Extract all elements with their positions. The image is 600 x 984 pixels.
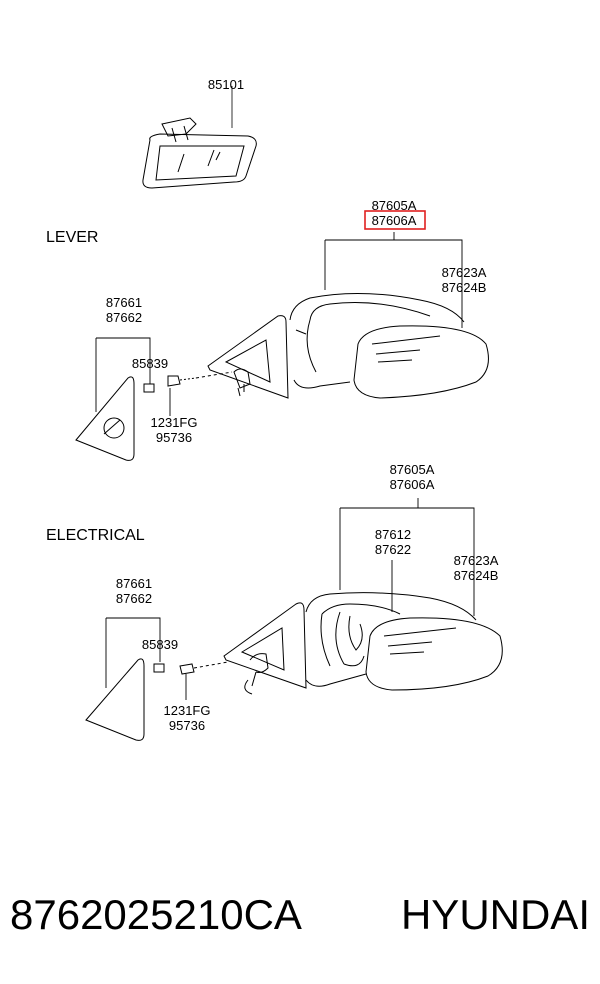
footer-brand: HYUNDAI <box>400 891 590 938</box>
lever-corner-cover-drawing <box>75 376 135 461</box>
footer-part-number: 8762025210CA <box>10 891 302 938</box>
rearview-mirror-label: 85101 <box>208 77 244 92</box>
lever-clip-bolt-drawing <box>143 371 233 393</box>
lever-assembly-label-2: 87606A <box>372 213 417 228</box>
electrical-corner-label-1: 87661 <box>116 576 152 591</box>
electrical-clip-label: 85839 <box>142 637 178 652</box>
electrical-corner-label-2: 87662 <box>116 591 152 606</box>
electrical-clip-bolt-drawing <box>153 661 229 675</box>
lever-mirror-assembly-drawing <box>207 292 489 399</box>
lever-assembly-label-1: 87605A <box>372 198 417 213</box>
electrical-bolt-label-2: 95736 <box>169 718 205 733</box>
lever-bolt-label-2: 95736 <box>156 430 192 445</box>
electrical-mirror-assembly-drawing <box>223 592 503 695</box>
lever-corner-label-2: 87662 <box>106 310 142 325</box>
lever-glass-label-1: 87623A <box>442 265 487 280</box>
electrical-assembly-label-2: 87606A <box>390 477 435 492</box>
electrical-assembly-label-1: 87605A <box>390 462 435 477</box>
electrical-corner-cover-drawing <box>85 658 145 741</box>
lever-bolt-label-1: 1231FG <box>151 415 198 430</box>
electrical-bolt-label-1: 1231FG <box>164 703 211 718</box>
rearview-mirror-drawing <box>142 86 257 189</box>
lever-corner-label-1: 87661 <box>106 295 142 310</box>
electrical-glass-label-1: 87623A <box>454 553 499 568</box>
electrical-glass-label-2: 87624B <box>454 568 499 583</box>
footer-caption: 8762025210CA HYUNDAI <box>10 880 590 950</box>
highlight-box <box>364 210 426 230</box>
lever-glass-label-2: 87624B <box>442 280 487 295</box>
lever-clip-label: 85839 <box>132 356 168 371</box>
electrical-motor-label-1: 87612 <box>375 527 411 542</box>
lever-section-title: LEVER <box>46 229 98 246</box>
electrical-section-title: ELECTRICAL <box>46 527 145 544</box>
electrical-motor-label-2: 87622 <box>375 542 411 557</box>
